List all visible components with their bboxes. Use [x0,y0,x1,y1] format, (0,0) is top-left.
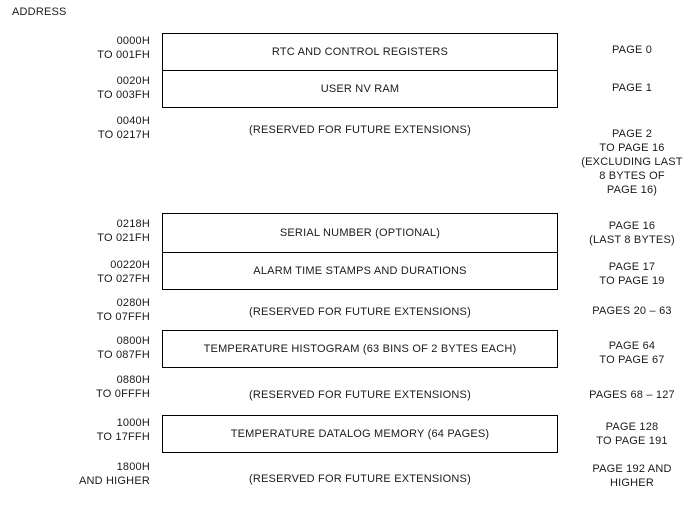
reserved-region-label-4: (RESERVED FOR FUTURE EXTENSIONS) [249,473,471,485]
memory-block-label: SERIAL NUMBER (OPTIONAL) [279,227,441,239]
reserved-region-label-1: (RESERVED FOR FUTURE EXTENSIONS) [249,124,471,136]
address-range-alarm: 00220H TO 027FH [97,259,150,285]
page-range-reserved-1: PAGE 2 TO PAGE 16 (EXCLUDING LAST 8 BYTE… [581,128,683,196]
address-range-nvram: 0020H TO 003FH [97,75,150,101]
address-range-reserved-2: 0280H TO 07FFH [96,297,150,323]
memory-box-group-top: RTC AND CONTROL REGISTERS USER NV RAM [162,33,558,108]
page-range-datalog: PAGE 128 TO PAGE 191 [596,421,668,447]
memory-block-rtc: RTC AND CONTROL REGISTERS [163,34,557,71]
page-range-reserved-2: PAGES 20 – 63 [592,305,672,317]
page-range-rtc: PAGE 0 [611,44,653,56]
reserved-region-label-3: (RESERVED FOR FUTURE EXTENSIONS) [249,389,471,401]
page-range-reserved-3: PAGES 68 – 127 [589,389,675,401]
page-range-alarm: PAGE 17 TO PAGE 19 [599,261,665,287]
memory-block-label: ALARM TIME STAMPS AND DURATIONS [253,265,467,277]
memory-block-histogram: TEMPERATURE HISTOGRAM (63 BINS OF 2 BYTE… [162,330,558,368]
address-range-reserved-3: 0880H TO 0FFFH [96,374,150,400]
memory-block-serial: SERIAL NUMBER (OPTIONAL) [163,214,557,253]
memory-block-label: RTC AND CONTROL REGISTERS [271,46,449,58]
memory-block-label: TEMPERATURE HISTOGRAM (63 BINS OF 2 BYTE… [203,343,517,355]
address-range-serial: 0218H TO 021FH [97,218,150,244]
memory-block-label: TEMPERATURE DATALOG MEMORY (64 PAGES) [230,428,490,440]
page-range-serial: PAGE 16 (LAST 8 BYTES) [589,220,675,246]
memory-block-datalog: TEMPERATURE DATALOG MEMORY (64 PAGES) [162,415,558,453]
address-range-datalog: 1000H TO 17FFH [96,417,150,443]
memory-box-group-middle: SERIAL NUMBER (OPTIONAL) ALARM TIME STAM… [162,213,558,290]
page-range-nvram: PAGE 1 [611,82,653,94]
address-column-heading: ADDRESS [12,6,67,18]
memory-block-nvram: USER NV RAM [163,71,557,107]
reserved-region-label-2: (RESERVED FOR FUTURE EXTENSIONS) [249,306,471,318]
address-range-rtc: 0000H TO 001FH [97,35,150,61]
page-range-reserved-4: PAGE 192 AND HIGHER [592,463,672,489]
address-range-histogram: 0800H TO 087FH [97,335,150,361]
page-range-histogram: PAGE 64 TO PAGE 67 [599,340,665,366]
memory-block-alarm: ALARM TIME STAMPS AND DURATIONS [163,253,557,289]
memory-block-label: USER NV RAM [320,83,400,95]
address-range-reserved-4: 1800H AND HIGHER [78,461,150,487]
address-range-reserved-1: 0040H TO 0217H [97,115,150,141]
